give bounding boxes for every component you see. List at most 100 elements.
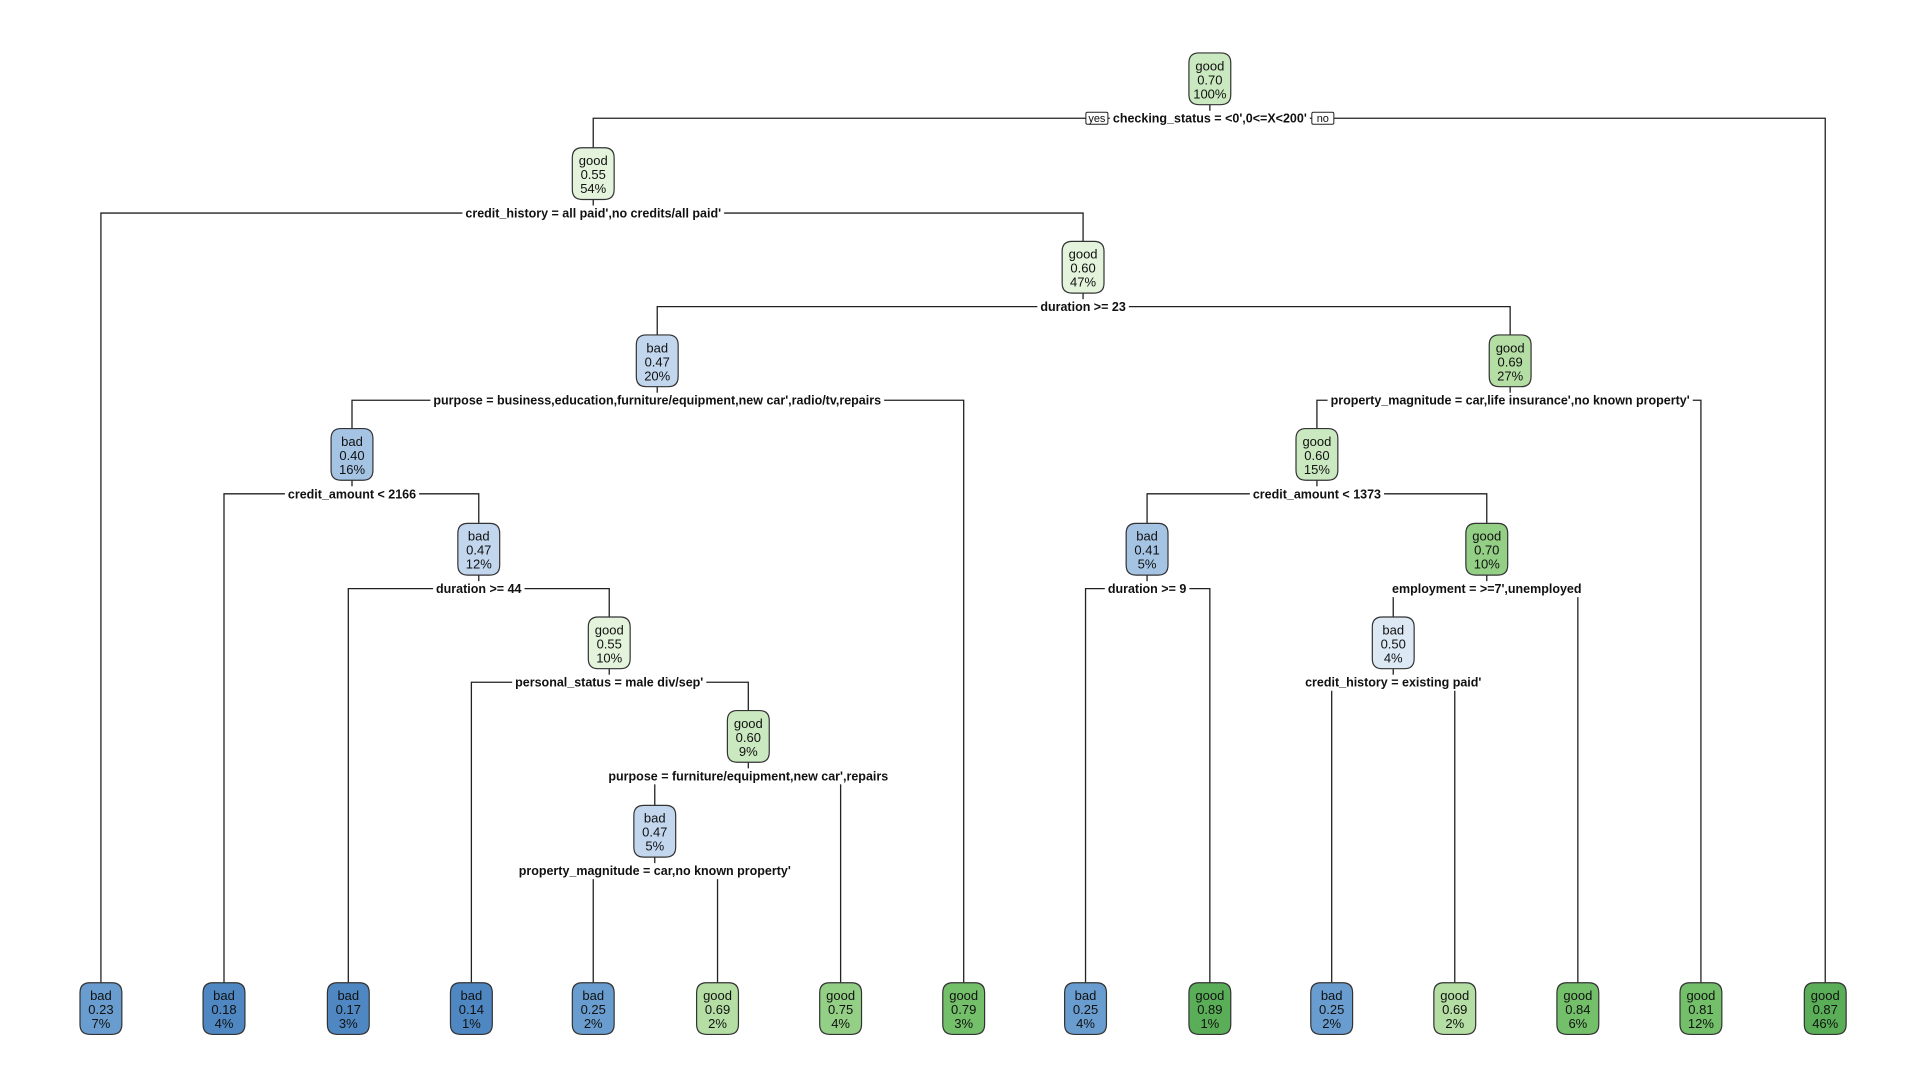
- node-class-label: good: [579, 153, 608, 168]
- node-probability: 0.41: [1134, 543, 1159, 558]
- node-box: [726, 709, 770, 763]
- node-probability: 0.89: [1197, 1002, 1222, 1017]
- split-label: checking_status = <0',0<=X<200': [1113, 112, 1307, 126]
- node-box: [1064, 982, 1108, 1036]
- node-probability: 0.17: [336, 1002, 361, 1017]
- tree-edge: [470, 681, 749, 985]
- yes-branch-label: yes: [1088, 113, 1106, 125]
- split-label-background: [1327, 392, 1693, 409]
- node-percentage: 7%: [92, 1016, 111, 1031]
- node-class-label: bad: [337, 988, 359, 1003]
- node-box: [696, 982, 740, 1036]
- tree-edge: [1392, 587, 1579, 985]
- node-probability: 0.79: [951, 1002, 976, 1017]
- split-label-background: [1249, 486, 1385, 503]
- tree-edge: [1331, 681, 1456, 985]
- node-percentage: 5%: [1138, 557, 1157, 572]
- node-class-label: good: [1302, 434, 1331, 449]
- node-percentage: 15%: [1304, 462, 1330, 477]
- node-class-label: good: [1472, 529, 1501, 544]
- split-label: duration >= 44: [436, 582, 521, 596]
- node-box: [1061, 240, 1105, 294]
- node-class-label: good: [826, 988, 855, 1003]
- node-percentage: 5%: [645, 839, 664, 854]
- node-box: [1295, 427, 1339, 481]
- tree-edge: [223, 493, 480, 985]
- split-label: employment = >=7',unemployed: [1392, 582, 1582, 596]
- node-probability: 0.25: [1319, 1002, 1344, 1017]
- node-box: [1803, 982, 1847, 1036]
- node-percentage: 9%: [739, 744, 758, 759]
- node-percentage: 46%: [1812, 1016, 1838, 1031]
- node-box: [1125, 522, 1169, 576]
- node-percentage: 4%: [1076, 1016, 1095, 1031]
- split-label-background: [1037, 299, 1129, 316]
- node-percentage: 1%: [462, 1016, 481, 1031]
- node-class-label: bad: [646, 340, 668, 355]
- node-class-label: good: [1195, 58, 1224, 73]
- node-percentage: 27%: [1497, 368, 1523, 383]
- node-probability: 0.60: [1304, 448, 1329, 463]
- node-class-label: good: [1563, 988, 1592, 1003]
- node-probability: 0.18: [211, 1002, 236, 1017]
- split-label: personal_status = male div/sep': [515, 676, 703, 690]
- node-box: [635, 334, 679, 388]
- node-class-label: bad: [461, 988, 483, 1003]
- yes-branch-label-box: [1085, 111, 1109, 125]
- node-probability: 0.69: [1442, 1002, 1467, 1017]
- node-class-label: bad: [1382, 622, 1404, 637]
- node-probability: 0.14: [459, 1002, 484, 1017]
- node-percentage: 20%: [644, 368, 670, 383]
- node-percentage: 2%: [708, 1016, 727, 1031]
- node-percentage: 10%: [596, 650, 622, 665]
- split-label: duration >= 9: [1108, 582, 1187, 596]
- node-percentage: 10%: [1474, 557, 1500, 572]
- node-percentage: 1%: [1200, 1016, 1219, 1031]
- node-probability: 0.25: [581, 1002, 606, 1017]
- node-percentage: 3%: [954, 1016, 973, 1031]
- node-box: [1679, 982, 1723, 1036]
- node-class-label: bad: [213, 988, 235, 1003]
- node-box: [587, 616, 631, 670]
- split-label: credit_amount < 1373: [1253, 487, 1381, 501]
- split-label-background: [1109, 110, 1310, 127]
- split-label: credit_history = all paid',no credits/al…: [465, 207, 721, 221]
- split-label-background: [605, 768, 892, 785]
- split-label-background: [515, 863, 794, 880]
- node-class-label: good: [1686, 988, 1715, 1003]
- node-class-label: bad: [1136, 529, 1158, 544]
- node-probability: 0.47: [466, 543, 491, 558]
- node-probability: 0.40: [339, 448, 364, 463]
- edges-layer: [100, 104, 1826, 985]
- node-probability: 0.60: [1070, 261, 1095, 276]
- node-box: [326, 982, 370, 1036]
- node-class-label: bad: [582, 988, 604, 1003]
- node-box: [819, 982, 863, 1036]
- node-probability: 0.87: [1813, 1002, 1838, 1017]
- split-label: property_magnitude = car,life insurance'…: [1331, 394, 1690, 408]
- node-probability: 0.75: [828, 1002, 853, 1017]
- tree-edge: [1084, 587, 1211, 985]
- node-percentage: 2%: [1445, 1016, 1464, 1031]
- split-label-background: [284, 486, 420, 503]
- node-box: [571, 982, 615, 1036]
- split-label-background: [1389, 581, 1585, 598]
- node-class-label: bad: [1075, 988, 1097, 1003]
- node-probability: 0.55: [597, 636, 622, 651]
- split-label-background: [430, 392, 885, 409]
- node-probability: 0.23: [88, 1002, 113, 1017]
- node-percentage: 12%: [466, 557, 492, 572]
